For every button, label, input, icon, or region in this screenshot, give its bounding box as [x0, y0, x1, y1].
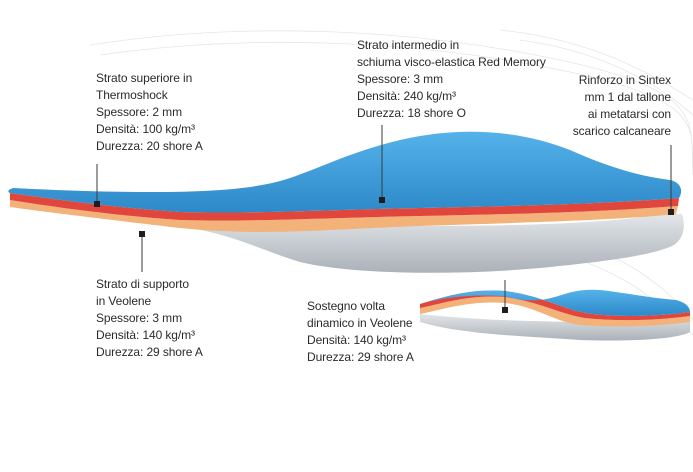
label-dynamic-support: Sostegno volta dinamico in Veolene Densi…: [307, 298, 414, 366]
reinforcement-line-4: scarico calcaneare: [572, 124, 671, 138]
blue-top-layer: [8, 131, 682, 213]
dynamic-support-title-1: Sostegno volta: [307, 299, 385, 313]
middle-layer-density: Densità: 240 kg/m³: [357, 89, 456, 103]
marker-dynamic-support: [502, 307, 508, 313]
middle-layer-title-2: schiuma visco-elastica Red Memory: [357, 55, 546, 69]
small-red-layer: [420, 290, 690, 321]
middle-layer-thickness: Spessore: 3 mm: [357, 72, 443, 86]
label-top-layer: Strato superiore in Thermoshock Spessore…: [96, 70, 203, 155]
reinforcement-line-3: ai metatarsi con: [587, 107, 671, 121]
top-layer-title-1: Strato superiore in: [96, 71, 193, 85]
support-layer-title-2: in Veolene: [96, 294, 152, 308]
small-gray-base: [420, 314, 690, 341]
small-insole: [420, 289, 690, 341]
middle-layer-title-1: Strato intermedio in: [357, 38, 460, 52]
top-layer-thickness: Spessore: 2 mm: [96, 105, 182, 119]
support-layer-density: Densità: 140 kg/m³: [96, 328, 195, 342]
reinforcement-line-1: Rinforzo in Sintex: [578, 73, 671, 87]
main-insole: [8, 131, 684, 273]
support-layer-thickness: Spessore: 3 mm: [96, 311, 182, 325]
top-layer-density: Densità: 100 kg/m³: [96, 122, 195, 136]
dynamic-support-hardness: Durezza: 29 shore A: [307, 350, 414, 364]
red-memory-layer: [10, 193, 679, 221]
small-blue-layer: [420, 289, 690, 316]
top-layer-title-2: Thermoshock: [96, 88, 168, 102]
marker-reinforcement: [668, 209, 674, 215]
label-support-layer: Strato di supporto in Veolene Spessore: …: [96, 276, 203, 361]
leader-markers: [94, 197, 674, 313]
reinforcement-line-2: mm 1 dal tallone: [584, 90, 672, 104]
dynamic-support-density: Densità: 140 kg/m³: [307, 333, 406, 347]
marker-top-layer: [94, 201, 100, 207]
support-layer-title-1: Strato di supporto: [96, 277, 189, 291]
middle-layer-hardness: Durezza: 18 shore O: [357, 106, 466, 120]
dynamic-support-title-2: dinamico in Veolene: [307, 316, 413, 330]
marker-middle-layer: [379, 197, 385, 203]
small-orange-layer: [420, 296, 690, 327]
label-middle-layer: Strato intermedio in schiuma visco-elast…: [357, 37, 546, 122]
support-layer-hardness: Durezza: 29 shore A: [96, 345, 203, 359]
top-layer-hardness: Durezza: 20 shore A: [96, 139, 203, 153]
orange-support-layer: [10, 200, 678, 232]
marker-support-layer: [139, 231, 145, 237]
label-reinforcement: Rinforzo in Sintex mm 1 dal tallone ai m…: [573, 72, 671, 140]
leader-lines: [96, 125, 672, 310]
